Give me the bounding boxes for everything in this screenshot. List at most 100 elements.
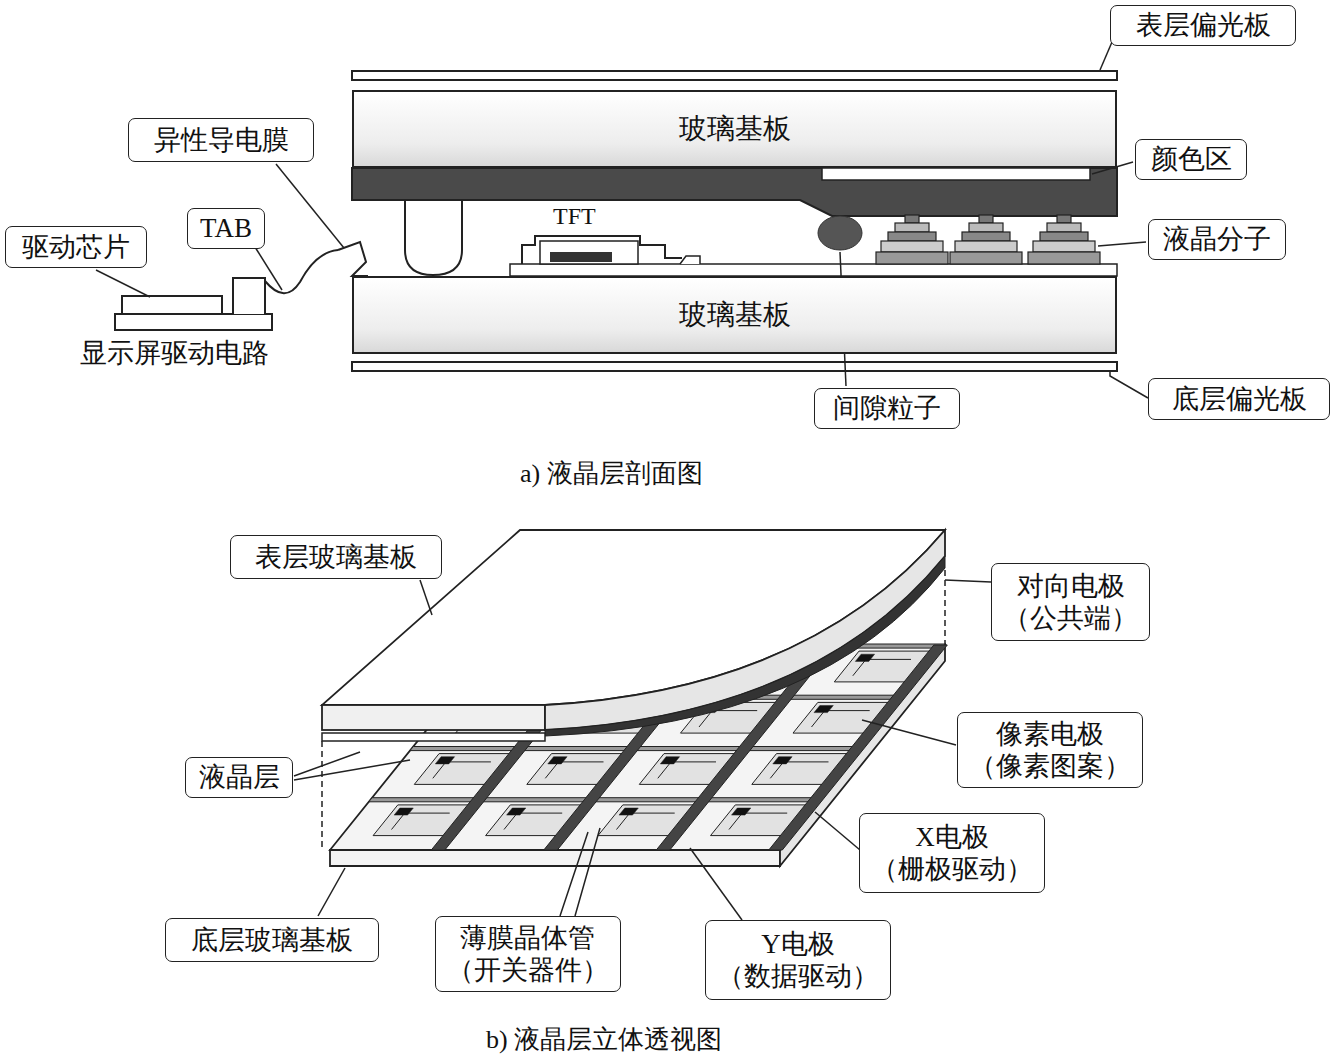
pixel-trace xyxy=(770,762,828,778)
callout-box: 液晶分子 xyxy=(1148,219,1286,260)
callout-text: 底层玻璃基板 xyxy=(191,924,353,956)
callout-text: （公共端） xyxy=(1003,602,1138,634)
glass-substrate: 玻璃基板 xyxy=(352,276,1117,354)
callout-text: （栅极驱动） xyxy=(871,853,1033,885)
color-area xyxy=(822,168,1090,180)
lc-molecule-layer xyxy=(1057,215,1071,223)
driver-chip xyxy=(122,296,222,314)
pixel-trace xyxy=(617,813,675,829)
callout-box: 异性导电膜 xyxy=(128,118,314,162)
leader-line xyxy=(1098,242,1146,246)
tft-dot xyxy=(732,808,751,815)
tft-dot xyxy=(619,808,638,815)
lc-molecule-layer xyxy=(888,232,936,241)
leader-line xyxy=(560,828,600,916)
tab-body xyxy=(233,278,265,314)
part-label: 显示屏驱动电路 xyxy=(80,337,269,369)
callout-box: 液晶层 xyxy=(185,757,293,798)
callout-text: 驱动芯片 xyxy=(22,231,130,263)
figure-caption: b) 液晶层立体透视图 xyxy=(486,1024,722,1055)
callout-box: 颜色区 xyxy=(1135,139,1247,180)
part-label: TFT xyxy=(553,202,596,231)
callout-box: X电极（栅极驱动） xyxy=(859,813,1045,893)
callout-box: 底层偏光板 xyxy=(1148,378,1330,420)
callout-text: 异性导电膜 xyxy=(154,124,289,156)
figure-caption: a) 液晶层剖面图 xyxy=(520,458,703,489)
color-filter-layer xyxy=(352,168,1117,216)
callout-text: 表层玻璃基板 xyxy=(255,541,417,573)
callout-box: 底层玻璃基板 xyxy=(165,918,379,962)
bottom-slab-front xyxy=(330,850,780,866)
pixel-trace xyxy=(504,813,562,829)
callout-text: （数据驱动） xyxy=(717,960,879,992)
leader-line xyxy=(945,580,991,582)
lc-molecule-layer xyxy=(950,252,1022,264)
lc-layer xyxy=(322,733,545,741)
tft-structure xyxy=(522,236,682,264)
counter-electrode xyxy=(545,556,945,736)
callout-text: 对向电极 xyxy=(1017,570,1125,602)
callout-text: （像素图案） xyxy=(969,750,1131,782)
tft-dot xyxy=(435,757,454,764)
tft-dot xyxy=(814,706,833,713)
tft-dot xyxy=(548,757,567,764)
pixel-trace xyxy=(433,762,491,778)
leader-line xyxy=(690,848,742,920)
lc-molecule-layer xyxy=(876,252,948,264)
lc-molecules xyxy=(876,215,1100,264)
pixel-trace xyxy=(392,813,450,829)
leader-line xyxy=(862,720,956,745)
pixel-trace xyxy=(812,711,870,727)
callout-text: （开关器件） xyxy=(447,954,609,986)
callout-text: 液晶层 xyxy=(199,761,280,793)
lc-molecule-layer xyxy=(895,223,929,232)
pixel-trace xyxy=(658,762,716,778)
pixel-trace xyxy=(853,659,911,675)
bottom-polarizer xyxy=(352,362,1117,371)
tab-flex xyxy=(265,250,338,293)
callout-box: 薄膜晶体管（开关器件） xyxy=(435,916,621,992)
leader-line xyxy=(96,270,150,297)
callout-box: 驱动芯片 xyxy=(5,226,147,268)
tft-dot xyxy=(660,757,679,764)
leader-line xyxy=(420,580,432,615)
glass-substrate: 玻璃基板 xyxy=(352,90,1117,168)
callout-text: 玻璃基板 xyxy=(679,112,791,146)
callout-text: 间隙粒子 xyxy=(833,392,941,424)
lc-molecule-layer xyxy=(1040,232,1088,241)
lc-molecule-layer xyxy=(1028,252,1100,264)
callout-text: 底层偏光板 xyxy=(1172,383,1307,415)
tft-body xyxy=(540,241,638,264)
lc-molecule-layer xyxy=(962,232,1010,241)
callout-box: Y电极（数据驱动） xyxy=(705,920,891,1000)
callout-box: 表层玻璃基板 xyxy=(230,535,442,579)
electrode-layer xyxy=(510,264,1117,276)
callout-box: 像素电极（像素图案） xyxy=(957,712,1143,788)
tft-dot xyxy=(773,757,792,764)
callout-text: 颜色区 xyxy=(1151,143,1232,175)
leader-line xyxy=(1100,42,1112,70)
pixel-trace xyxy=(545,762,603,778)
callout-box: TAB xyxy=(187,208,265,249)
spacer-post xyxy=(405,200,462,275)
top-polarizer xyxy=(352,71,1117,80)
callout-box: 间隙粒子 xyxy=(814,388,960,429)
callout-box: 表层偏光板 xyxy=(1110,5,1296,46)
dashed-edge xyxy=(322,570,945,850)
callout-box: 对向电极（公共端） xyxy=(991,563,1150,641)
lc-molecule-layer xyxy=(881,241,943,252)
lc-molecule-layer xyxy=(969,223,1003,232)
leader-line xyxy=(1110,371,1148,398)
top-glass-front xyxy=(322,705,545,730)
callout-text: Y电极 xyxy=(761,928,835,960)
tft-dot xyxy=(394,808,413,815)
tft-dot xyxy=(855,654,874,661)
callout-text: 表层偏光板 xyxy=(1136,9,1271,41)
callout-text: X电极 xyxy=(915,821,989,853)
callout-text: 玻璃基板 xyxy=(679,298,791,332)
lc-molecule-layer xyxy=(979,215,993,223)
tft-dot xyxy=(507,808,526,815)
callout-text: 像素电极 xyxy=(996,718,1104,750)
leader-line xyxy=(255,247,282,290)
